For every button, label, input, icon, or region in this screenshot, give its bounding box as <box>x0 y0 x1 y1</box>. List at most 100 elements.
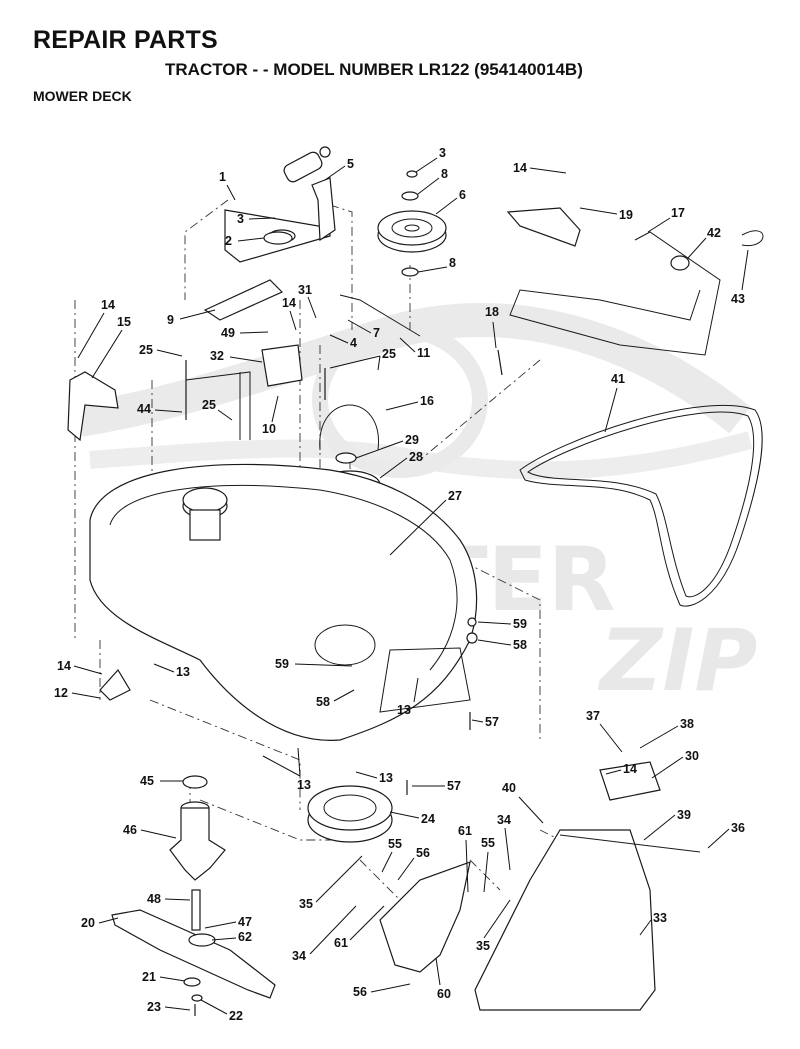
callout-56-top: 56 <box>416 846 430 860</box>
callout-23: 23 <box>147 1000 161 1014</box>
callout-41: 41 <box>611 372 625 386</box>
callout-13-center: 13 <box>397 703 411 717</box>
watermark-mark: ZIP <box>597 611 757 711</box>
part-washer-2 <box>263 231 293 245</box>
callout-15: 15 <box>117 315 131 329</box>
callout-22: 22 <box>229 1009 243 1023</box>
callout-59-center: 59 <box>275 657 289 671</box>
callout-21: 21 <box>142 970 156 984</box>
callout-6: 6 <box>459 188 466 202</box>
part-spindle-assembly <box>169 775 226 881</box>
callout-55-right: 55 <box>481 836 495 850</box>
callout-13-left: 13 <box>176 665 190 679</box>
callout-31: 31 <box>298 283 312 297</box>
part-rod-7 <box>339 294 421 337</box>
callout-39: 39 <box>677 808 691 822</box>
callout-62: 62 <box>238 930 252 944</box>
callout-29: 29 <box>405 433 419 447</box>
callout-57-right: 57 <box>485 715 499 729</box>
callout-7: 7 <box>373 326 380 340</box>
callout-1: 1 <box>219 170 226 184</box>
callout-35-right: 35 <box>476 939 490 953</box>
part-washer-8-bottom <box>401 267 419 277</box>
callout-25-mid: 25 <box>202 398 216 412</box>
callout-11: 11 <box>417 346 430 360</box>
part-spindle-pulley-left <box>182 487 228 541</box>
callout-14-left: 14 <box>101 298 115 312</box>
callout-34-left: 34 <box>292 949 306 963</box>
part-washer-21 <box>183 977 201 987</box>
callout-13-lower: 13 <box>297 778 311 792</box>
callout-61-right: 61 <box>458 824 472 838</box>
callout-34-right: 34 <box>497 813 511 827</box>
callout-4: 4 <box>350 336 357 350</box>
callout-28: 28 <box>409 450 423 464</box>
part-washer-8-top <box>401 191 419 201</box>
callout-14-lower: 14 <box>57 659 71 673</box>
callout-47: 47 <box>238 915 252 929</box>
callout-19: 19 <box>619 208 633 222</box>
callout-49: 49 <box>221 326 235 340</box>
part-deck-housing <box>89 463 478 741</box>
callout-48: 48 <box>147 892 161 906</box>
callout-32: 32 <box>210 349 224 363</box>
callout-61-left: 61 <box>334 936 348 950</box>
callout-14-mid: 14 <box>282 296 296 310</box>
callout-40: 40 <box>502 781 516 795</box>
callout-60: 60 <box>437 987 451 1001</box>
callout-2: 2 <box>225 234 232 248</box>
callout-27: 27 <box>448 489 462 503</box>
callout-9: 9 <box>167 313 174 327</box>
callout-38: 38 <box>680 717 694 731</box>
callout-55-left: 55 <box>388 837 402 851</box>
callout-18: 18 <box>485 305 499 319</box>
callout-56-bottom: 56 <box>353 985 367 999</box>
callout-37: 37 <box>586 709 600 723</box>
part-grass-bag <box>474 829 656 1011</box>
callout-57-lower: 57 <box>447 779 461 793</box>
callout-58-right: 58 <box>513 638 527 652</box>
parts <box>67 146 764 1016</box>
callout-13-lower-right: 13 <box>379 771 393 785</box>
page-title: REPAIR PARTS <box>33 26 218 54</box>
part-nut-59 <box>467 617 477 627</box>
callout-59-right: 59 <box>513 617 527 631</box>
callout-8-bottom: 8 <box>449 256 456 270</box>
part-bail-16 <box>319 404 379 451</box>
callout-3-left: 3 <box>237 212 244 226</box>
part-rod-36 <box>559 834 701 853</box>
part-idler-pulley <box>377 210 447 253</box>
callout-12: 12 <box>54 686 68 700</box>
callout-30: 30 <box>685 749 699 763</box>
callout-46: 46 <box>123 823 137 837</box>
callout-33: 33 <box>653 911 667 925</box>
section-heading: MOWER DECK <box>33 88 132 104</box>
part-bracket-15 <box>67 371 119 442</box>
callout-58-center: 58 <box>316 695 330 709</box>
part-drive-belt-inner <box>527 411 755 598</box>
callout-45: 45 <box>140 774 154 788</box>
callout-42: 42 <box>707 226 721 240</box>
part-blade-adapter <box>188 933 216 947</box>
callout-44: 44 <box>137 402 151 416</box>
part-blade <box>111 909 276 999</box>
part-spindle-ring <box>307 785 393 843</box>
part-drive-belt <box>519 404 763 607</box>
part-lift-link-assembly <box>506 207 764 356</box>
callout-3-top: 3 <box>439 146 446 160</box>
part-discharge-deflector <box>379 861 471 973</box>
callout-36: 36 <box>731 821 745 835</box>
part-nut-58 <box>466 632 478 644</box>
callout-25-left: 25 <box>139 343 153 357</box>
callout-14-top: 14 <box>513 161 527 175</box>
part-bracket-12 <box>99 668 131 701</box>
callout-25-right: 25 <box>382 347 396 361</box>
part-spindle-shaft <box>191 889 201 931</box>
callout-10: 10 <box>262 422 276 436</box>
part-bracket-32 <box>261 344 303 387</box>
part-nut-3-top <box>406 170 418 178</box>
callout-5: 5 <box>347 157 354 171</box>
callout-17: 17 <box>671 206 685 220</box>
model-subtitle: TRACTOR - - MODEL NUMBER LR122 (95414001… <box>165 60 583 79</box>
